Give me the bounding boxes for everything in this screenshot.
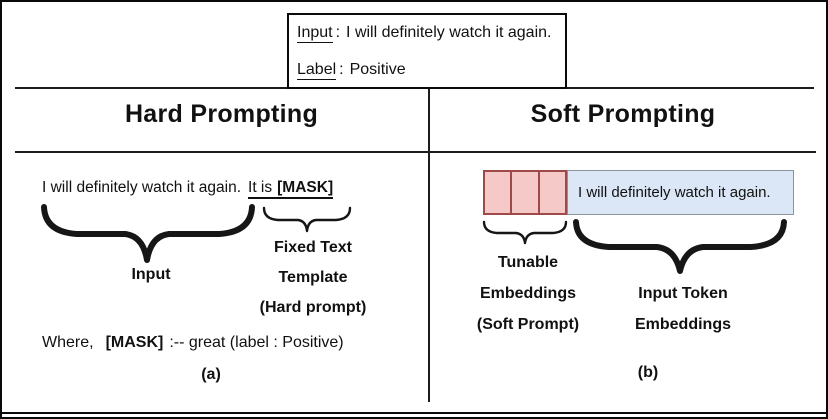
column-divider-line	[428, 87, 430, 402]
header-divider-line	[15, 151, 816, 153]
hard-prompt-sentence: I will definitely watch it again. It is[M…	[42, 179, 334, 199]
fixed-template-label-line2: Template	[278, 269, 348, 286]
input-token-label-line1: Input Token	[638, 285, 728, 302]
example-input-separator: :	[335, 24, 341, 41]
tunable-label-line3: (Soft Prompt)	[476, 316, 580, 333]
example-input-label: Input	[297, 24, 333, 43]
mask-token: [MASK]	[277, 179, 334, 196]
input-token-label-line2: Embeddings	[634, 316, 731, 333]
example-label-separator: :	[339, 61, 344, 78]
input-token-underbrace	[573, 219, 787, 274]
example-box: Input:I will definitely watch it again. …	[287, 13, 567, 89]
embedding-sentence-text: I will definitely watch it again.	[578, 184, 771, 201]
tunable-label-line2: Embeddings	[479, 285, 576, 302]
tunable-embedding-cell	[485, 172, 513, 213]
soft-prompting-title: Soft Prompting	[530, 100, 716, 128]
fixed-template-label-line1: Fixed Text	[274, 239, 352, 256]
input-brace-label: Input	[131, 266, 171, 283]
caption-a: (a)	[201, 366, 221, 383]
example-label-value: Positive	[349, 61, 406, 78]
fixed-template-label: Fixed Text Template (Hard prompt)	[249, 233, 377, 323]
tunable-embeddings-label: Tunable Embeddings (Soft Prompt)	[458, 247, 598, 340]
fixed-template-underbrace	[262, 206, 352, 233]
hard-input-text: I will definitely watch it again.	[42, 179, 242, 196]
input-token-embeddings-label: Input Token Embeddings	[613, 278, 753, 340]
tunable-embedding-cell	[539, 172, 565, 213]
mask-definition-line: Where, [MASK] :-- great (label : Positive)	[42, 334, 344, 352]
hard-prompting-title: Hard Prompting	[124, 100, 319, 128]
where-suffix: :-- great (label : Positive)	[169, 334, 344, 351]
input-token-embeddings-box: I will definitely watch it again.	[567, 170, 794, 215]
where-prefix: Where,	[42, 334, 94, 351]
caption-b: (b)	[637, 364, 659, 381]
tunable-underbrace	[482, 220, 568, 245]
example-input-value: I will definitely watch it again.	[346, 24, 552, 41]
tunable-label-line1: Tunable	[497, 254, 559, 271]
example-label-row: Label: Positive	[297, 61, 406, 80]
bottom-inner-border-line	[2, 412, 826, 414]
tunable-embeddings-row	[483, 170, 567, 215]
fixed-template-text: It is[MASK]	[248, 179, 334, 199]
example-input-row: Input: I will definitely watch it again.	[297, 24, 552, 43]
fixed-template-label-line3: (Hard prompt)	[259, 299, 367, 316]
example-label-label: Label	[297, 61, 337, 80]
where-mask-token: [MASK]	[105, 334, 164, 351]
tunable-embedding-cell	[512, 172, 540, 213]
template-prefix: It is	[248, 179, 273, 196]
input-underbrace	[41, 204, 255, 263]
